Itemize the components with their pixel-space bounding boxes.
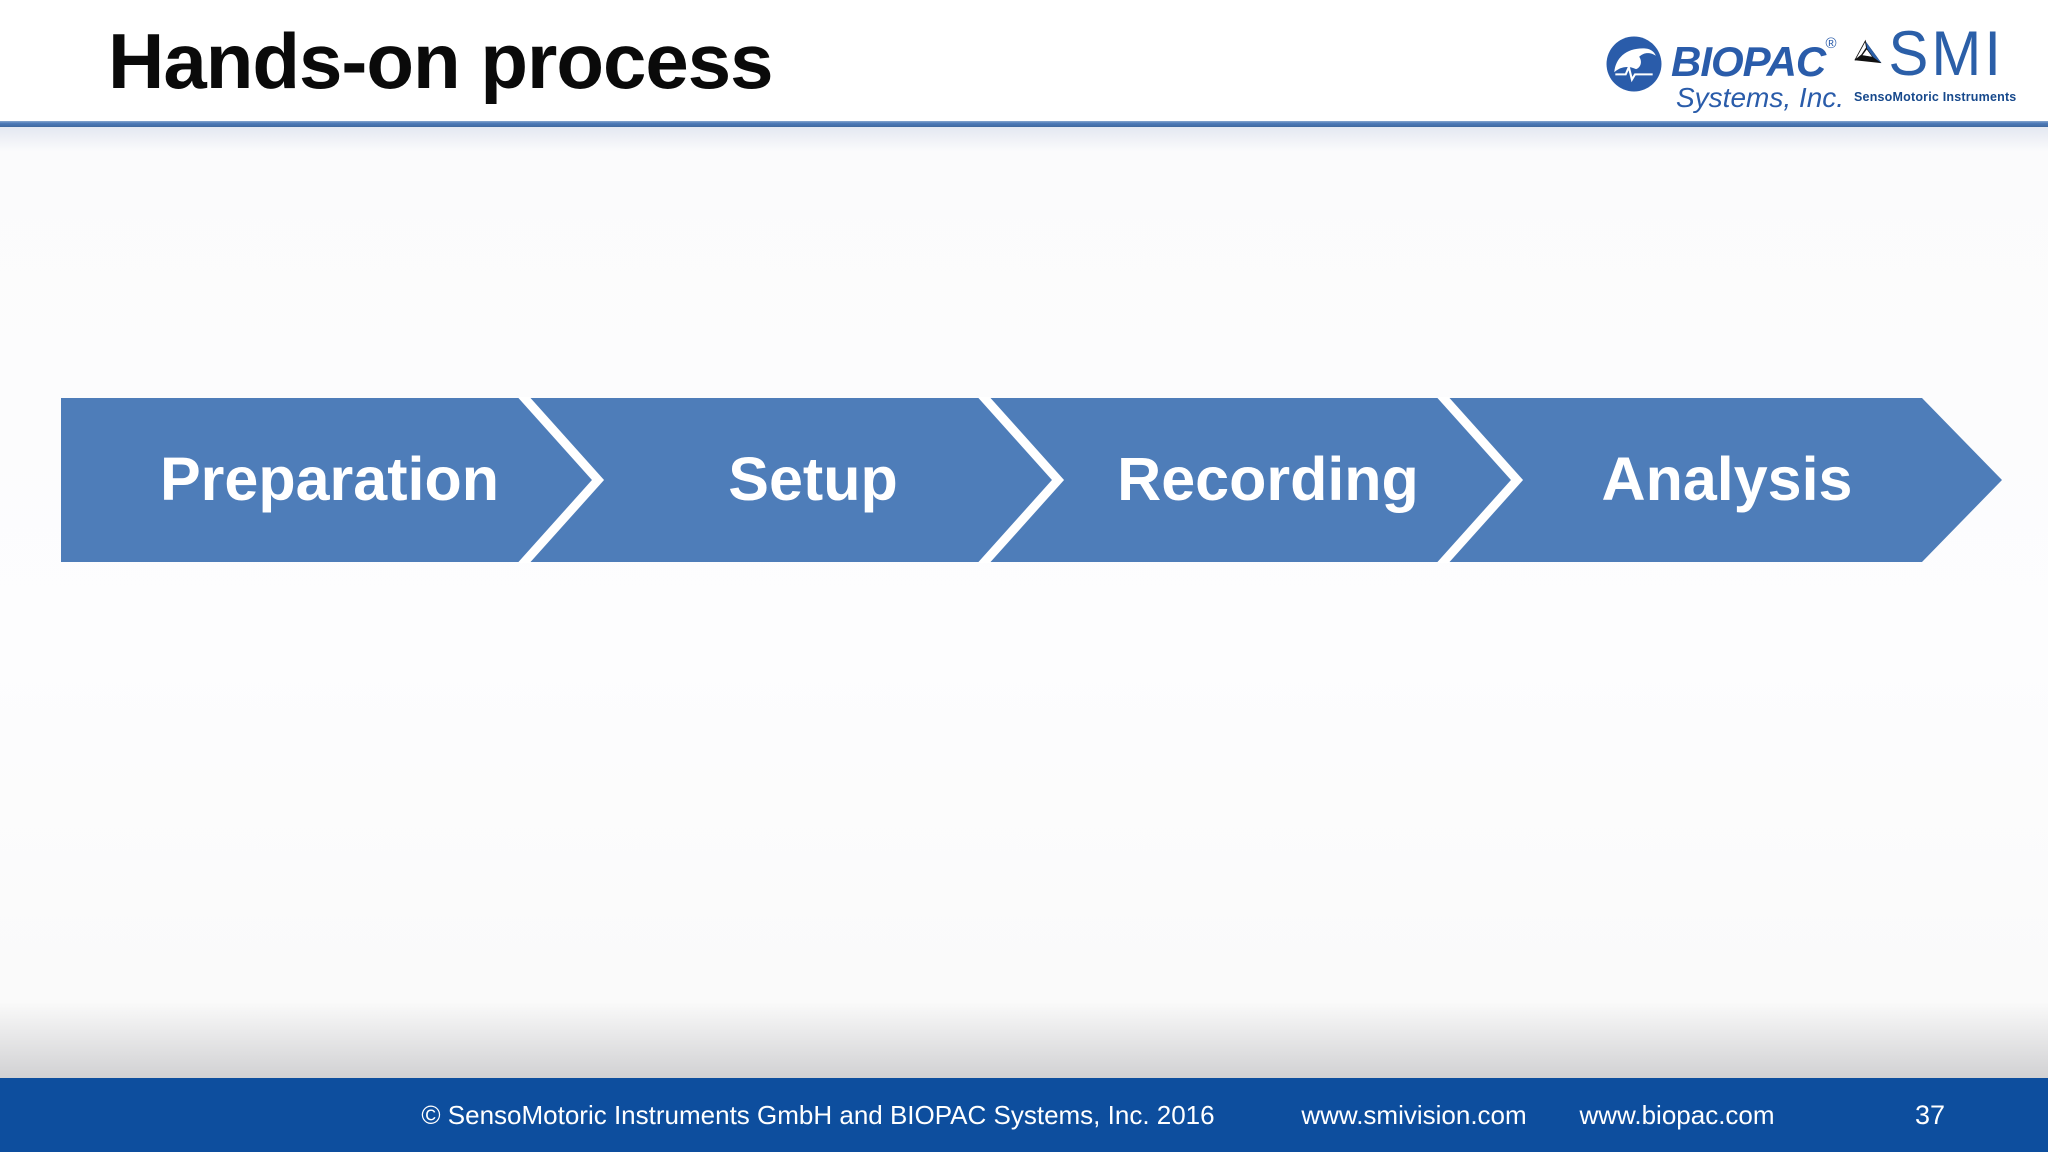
copyright-text: © SensoMotoric Instruments GmbH and BIOP…: [421, 1100, 1215, 1130]
footer-bar: © SensoMotoric Instruments GmbH and BIOP…: [0, 1078, 2048, 1152]
process-step-recording: Recording: [1117, 445, 1419, 513]
triangle-icon: [1854, 39, 1882, 64]
chevron-separator-2: [977, 397, 1065, 563]
biopac-subtitle: Systems, Inc.: [1676, 82, 1845, 113]
header-divider-rule: [0, 121, 2048, 127]
registered-mark: ®: [1825, 35, 1837, 52]
smi-website-link: www.smivision.com: [1301, 1100, 1527, 1130]
biopac-name: BIOPAC®: [1671, 35, 1837, 85]
slide-body: [0, 127, 2048, 1078]
slide-header: Hands-on process BIOPAC® Systems, Inc.: [0, 0, 2048, 121]
page-number: 37: [1914, 1100, 1946, 1130]
page-title: Hands-on process: [108, 17, 773, 105]
smi-name: SMI: [1888, 18, 2004, 89]
process-step-analysis: Analysis: [1601, 445, 1853, 513]
process-step-setup: Setup: [728, 445, 898, 513]
biopac-website-link: www.biopac.com: [1579, 1100, 1775, 1130]
chevron-separator-3: [1436, 397, 1524, 563]
biopac-logo-text: BIOPAC® Systems, Inc.: [1671, 36, 1844, 112]
arrow-body: [61, 398, 2002, 562]
smi-logo: SMI SensoMotoric Instruments: [1854, 18, 2017, 104]
smi-subtitle: SensoMotoric Instruments: [1854, 90, 2017, 104]
biopac-logo: BIOPAC® Systems, Inc.: [1606, 36, 1844, 112]
wave-in-circle-icon: [1606, 36, 1662, 92]
process-step-preparation: Preparation: [160, 445, 499, 513]
process-chevron-arrow: [61, 397, 2002, 563]
chevron-separator-1: [517, 397, 605, 563]
